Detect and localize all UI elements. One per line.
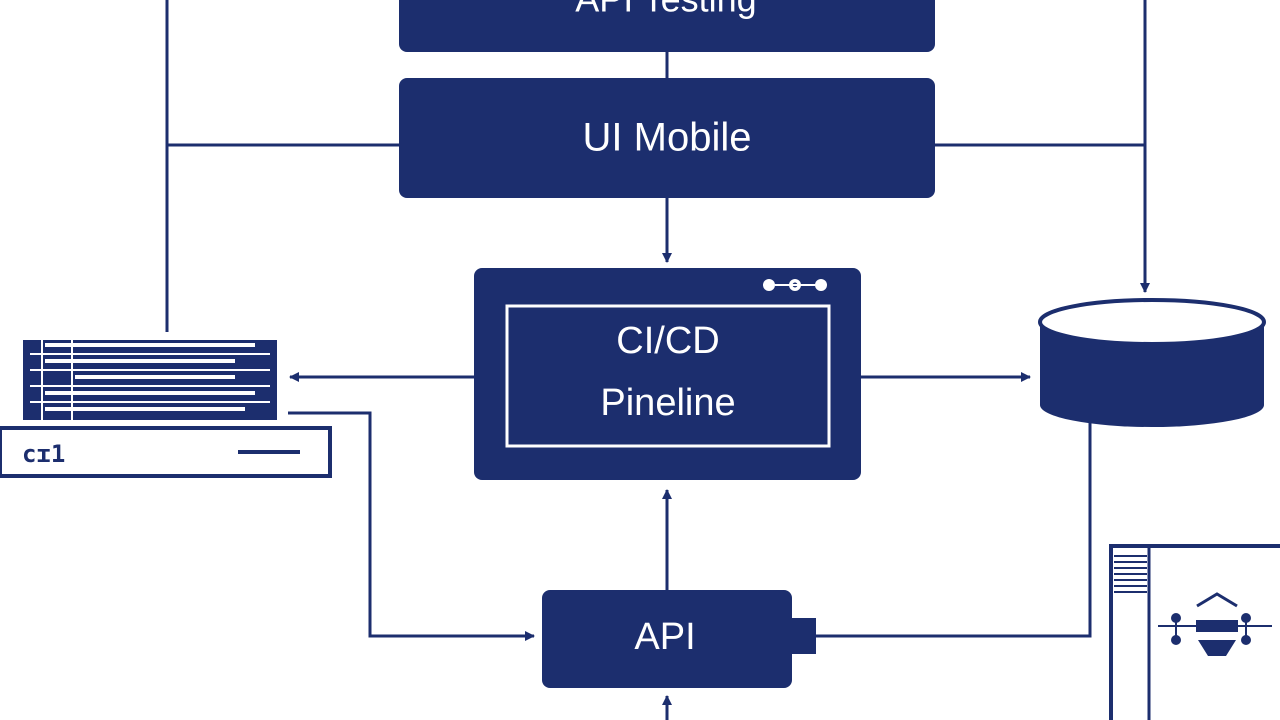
node-api-testing-label: API Testing	[575, 0, 756, 20]
node-api-label: API	[634, 616, 695, 658]
node-ui-mobile-label: UI Mobile	[583, 116, 752, 160]
server-rack-icon: cɪ1	[0, 340, 332, 478]
node-api: API	[542, 590, 816, 688]
server-label: cɪ1	[22, 440, 65, 468]
node-ui-mobile: UI Mobile	[399, 78, 935, 198]
connectors	[165, 0, 1150, 720]
node-cicd-line2: Pineline	[600, 382, 735, 424]
node-cicd-line1: CI/CD	[616, 320, 719, 362]
window-dots-icon	[763, 279, 827, 291]
database-icon	[1038, 298, 1266, 427]
node-api-testing: API Testing	[399, 0, 935, 52]
connector-server-api	[288, 411, 535, 641]
network-panel-icon	[1109, 544, 1280, 720]
node-cicd-pipeline: CI/CD Pineline	[474, 268, 861, 480]
connector-api-database	[816, 420, 1092, 638]
